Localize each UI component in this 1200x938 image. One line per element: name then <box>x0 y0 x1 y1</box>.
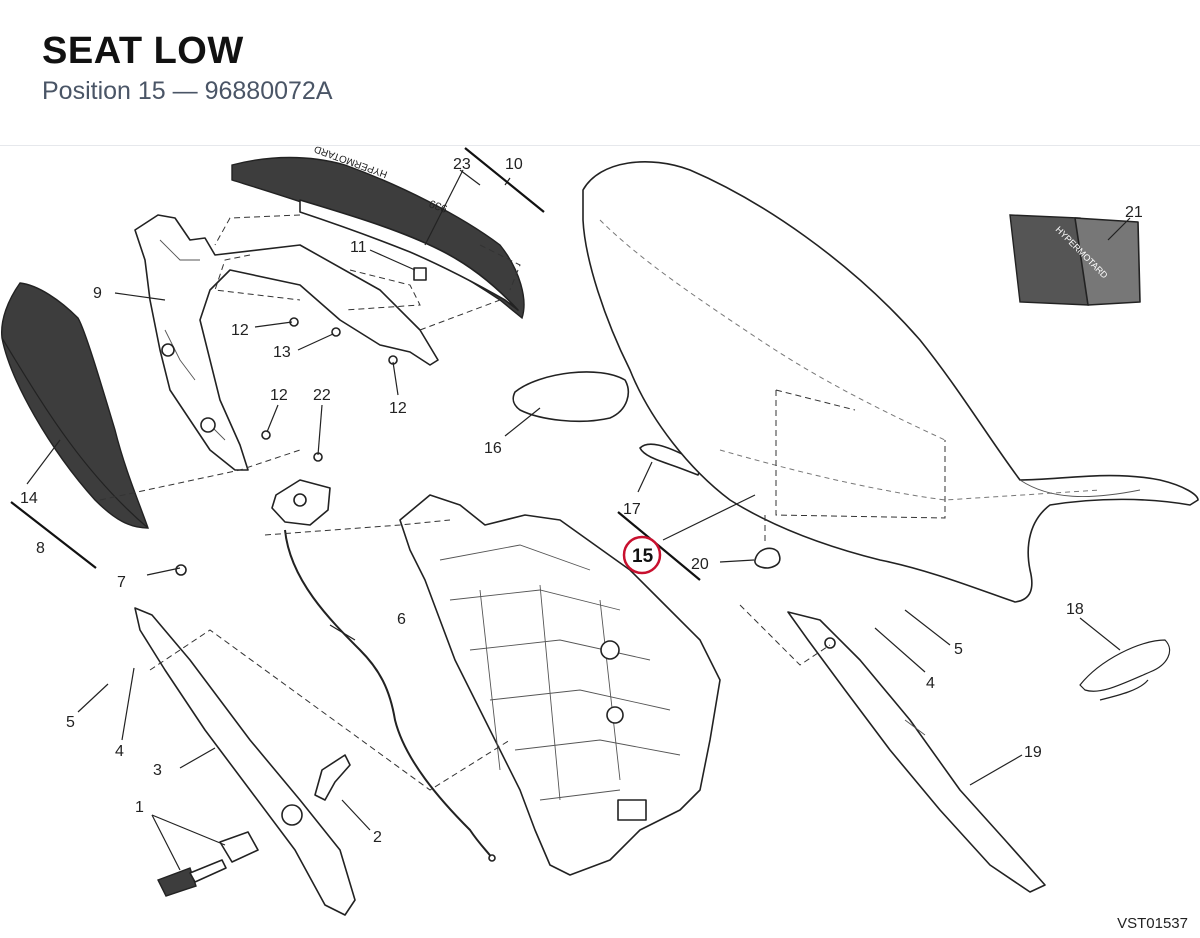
callout-8[interactable]: 8 <box>36 540 45 557</box>
part-release-cable[interactable] <box>284 529 496 862</box>
callout-23[interactable]: 23 <box>453 156 471 173</box>
part-right-lower-cover[interactable] <box>787 611 1046 893</box>
callout-4b[interactable]: 4 <box>926 675 935 692</box>
callout-17[interactable]: 17 <box>623 501 641 518</box>
callout-1[interactable]: 1 <box>135 799 144 816</box>
part-lanyard[interactable] <box>1079 639 1171 701</box>
page-title: SEAT LOW <box>42 30 244 72</box>
callout-13[interactable]: 13 <box>273 344 291 361</box>
callout-2[interactable]: 2 <box>373 829 382 846</box>
callout-10[interactable]: 10 <box>505 156 523 173</box>
callout-12c[interactable]: 12 <box>270 387 288 404</box>
assembly-dashed-lines <box>99 214 946 791</box>
part-rubber-pad[interactable] <box>754 547 781 569</box>
page-header: SEAT LOW Position 15 — 96880072A <box>0 0 1200 146</box>
part-clip[interactable] <box>413 267 427 281</box>
part-seat-pad[interactable] <box>512 371 629 423</box>
callout-18[interactable]: 18 <box>1066 601 1084 618</box>
callout-11[interactable]: 11 <box>350 239 367 256</box>
part-bracket[interactable] <box>314 754 351 801</box>
callout-20[interactable]: 20 <box>691 556 709 573</box>
callout-16[interactable]: 16 <box>484 440 502 457</box>
callout-22[interactable]: 22 <box>313 387 331 404</box>
callout-12b[interactable]: 12 <box>389 400 407 417</box>
part-ignition-lock[interactable] <box>157 831 259 897</box>
page-subtitle: Position 15 — 96880072A <box>42 77 333 105</box>
callout-labels: 1 2 3 4 4 5 5 6 7 8 9 10 11 12 12 12 13 … <box>20 156 1143 846</box>
highlight-ring-15 <box>622 535 662 575</box>
reference-code: VST01537 <box>1117 915 1188 932</box>
callout-21[interactable]: 21 <box>1125 204 1143 221</box>
callout-3[interactable]: 3 <box>153 762 162 779</box>
callout-6[interactable]: 6 <box>397 611 406 628</box>
part-left-lower-cover[interactable] <box>134 607 356 916</box>
callout-5b[interactable]: 5 <box>954 641 963 658</box>
callout-4a[interactable]: 4 <box>115 743 124 760</box>
part-subframe[interactable] <box>399 494 721 876</box>
part-seat-low[interactable] <box>582 161 1199 603</box>
leader-lines <box>26 169 1131 871</box>
part-info-card[interactable]: HYPERMOTARD <box>1009 214 1141 306</box>
callout-14[interactable]: 14 <box>20 490 38 507</box>
callout-9[interactable]: 9 <box>93 285 102 302</box>
callout-12a[interactable]: 12 <box>231 322 249 339</box>
callout-19[interactable]: 19 <box>1024 744 1042 761</box>
callout-5a[interactable]: 5 <box>66 714 75 731</box>
part-tail-frame[interactable] <box>134 214 439 471</box>
decal-number-top: 939 <box>428 197 449 215</box>
callout-15[interactable]: 15 <box>632 546 654 567</box>
part-seat-lock[interactable] <box>271 479 331 526</box>
callout-7[interactable]: 7 <box>117 574 126 591</box>
